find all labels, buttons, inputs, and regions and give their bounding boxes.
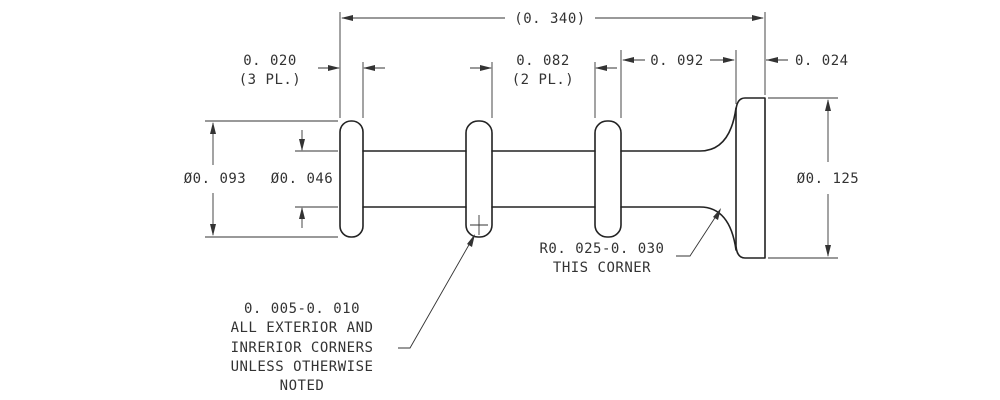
corner-radius-line1: R0. 025-0. 030 xyxy=(539,241,664,257)
left-flange xyxy=(339,120,364,238)
general-radius-line5: NOTED xyxy=(280,378,325,394)
neck-flare-top xyxy=(620,107,737,152)
flange-diameter-label: Ø0. 093 xyxy=(184,171,247,187)
head-width-label: 0. 024 xyxy=(795,53,849,69)
note-general-radius: 0. 005-0. 010 ALL EXTERIOR AND INRERIOR … xyxy=(231,234,475,394)
neck-flare-bottom xyxy=(620,206,737,251)
dim-groove-width: 0. 082 (2 PL.) xyxy=(470,53,617,118)
general-radius-line3: INRERIOR CORNERS xyxy=(231,340,374,356)
part-outline xyxy=(339,97,766,259)
dim-head-diameter: Ø0. 125 xyxy=(768,97,860,259)
general-radius-line4: UNLESS OTHERWISE xyxy=(231,359,374,375)
head-diameter-label: Ø0. 125 xyxy=(797,171,860,187)
middle-collar-1 xyxy=(465,120,493,238)
dim-shaft-diameter: Ø0. 046 xyxy=(271,130,338,228)
general-radius-line2: ALL EXTERIOR AND xyxy=(231,320,374,336)
groove-width-note: (2 PL.) xyxy=(512,72,575,88)
overall-length-label: (0. 340) xyxy=(514,11,585,27)
general-radius-line1: 0. 005-0. 010 xyxy=(244,301,360,317)
dim-head-width: 0. 024 xyxy=(766,53,849,69)
neck-length-label: 0. 092 xyxy=(650,53,704,69)
corner-radius-leader xyxy=(676,209,721,257)
corner-radius-line2: THIS CORNER xyxy=(553,260,651,276)
flange-width-note: (3 PL.) xyxy=(239,72,302,88)
dim-flange-width: 0. 020 (3 PL.) xyxy=(239,53,385,118)
note-corner-radius: R0. 025-0. 030 THIS CORNER xyxy=(539,208,721,276)
dim-overall-length: (0. 340) xyxy=(339,11,766,118)
flange-width-label: 0. 020 xyxy=(243,53,297,69)
dim-neck-length: 0. 092 xyxy=(620,50,737,118)
middle-collar-2 xyxy=(594,120,622,238)
groove-width-label: 0. 082 xyxy=(516,53,570,69)
head-flange xyxy=(735,97,766,259)
shaft-diameter-label: Ø0. 046 xyxy=(271,171,334,187)
dim-flange-diameter: Ø0. 093 xyxy=(184,120,338,238)
general-radius-leader xyxy=(398,235,475,349)
